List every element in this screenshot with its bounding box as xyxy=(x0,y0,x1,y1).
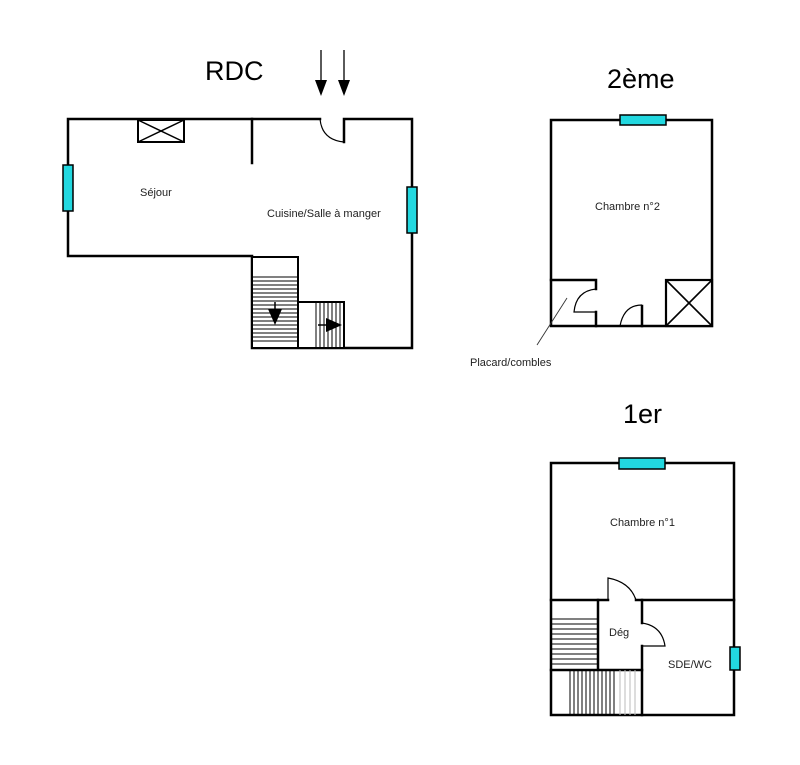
door-swing-icon xyxy=(641,622,666,647)
window-icon xyxy=(618,457,666,470)
door-swing-icon xyxy=(319,118,345,143)
chimney-duct-icon xyxy=(137,119,185,143)
room-label-placard: Placard/combles xyxy=(470,357,552,369)
wall-rdc xyxy=(66,117,414,350)
floor-title-rdc: RDC xyxy=(205,56,264,86)
room-label-cuisine: Cuisine/Salle à manger xyxy=(267,208,381,220)
placard-wall xyxy=(549,278,598,328)
window-icon xyxy=(729,646,741,671)
room-label-sde: SDE/WC xyxy=(668,659,712,671)
staircase-icon xyxy=(297,301,345,349)
floor-title-2eme: 2ème xyxy=(607,64,675,94)
window-icon xyxy=(406,186,418,234)
chimney-duct-icon xyxy=(664,278,714,328)
floor-title-1er: 1er xyxy=(623,399,662,429)
door-swing-icon xyxy=(607,577,637,601)
room-label-sejour: Séjour xyxy=(140,187,172,199)
room-label-chambre1: Chambre n°1 xyxy=(610,517,675,529)
entrance-arrow-icon xyxy=(315,50,350,96)
leader-line xyxy=(536,297,568,346)
floor-1er: 1er xyxy=(549,399,741,717)
floor-2eme: 2ème Chambre n°2 Placard/combles xyxy=(470,64,714,369)
floor-rdc: RDC xyxy=(62,50,418,350)
window-icon xyxy=(62,164,74,212)
staircase-icon xyxy=(619,670,636,715)
door-swing-icon xyxy=(573,288,597,313)
room-label-deg: Dég xyxy=(609,627,629,639)
room-label-chambre2: Chambre n°2 xyxy=(595,201,660,213)
window-icon xyxy=(619,114,667,126)
staircase-icon xyxy=(569,670,615,715)
staircase-icon xyxy=(551,618,598,665)
door-swing-icon xyxy=(619,304,643,327)
staircase-icon xyxy=(251,256,299,349)
